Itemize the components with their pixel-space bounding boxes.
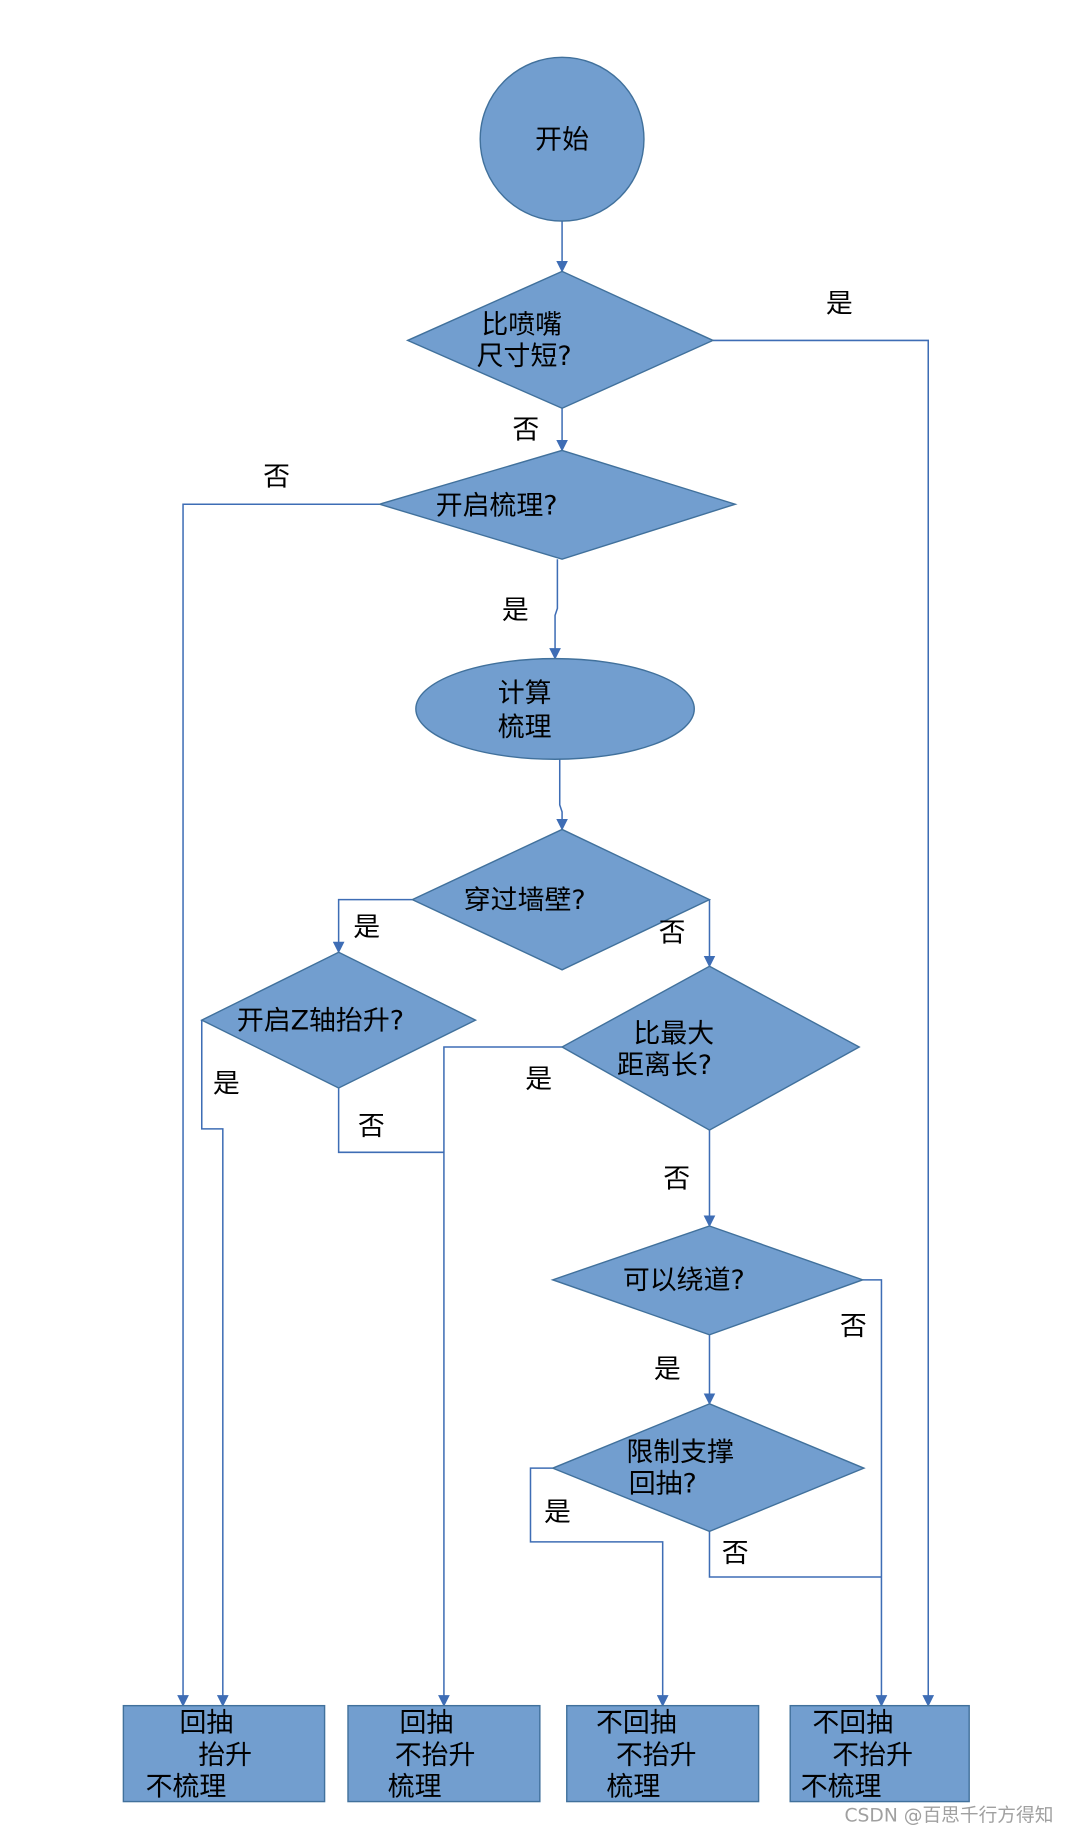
edge-retract-yes [529, 1467, 669, 1707]
edge-comb-no [177, 503, 380, 1707]
nozzle-check-diamond [405, 270, 715, 410]
edge-label-detour-yes: 是 [654, 1354, 681, 1385]
start-label: 开始 [535, 125, 589, 156]
comb-check-label: 开启梳理? [436, 491, 558, 522]
edge-label-nozzle-yes: 是 [826, 288, 853, 319]
edge-max-distance-yes [438, 1046, 563, 1707]
watermark: CSDN @百思千行方得知 [845, 1805, 1054, 1826]
edge-label-z-lift-no: 否 [358, 1111, 385, 1142]
outcome-box-2 [347, 1704, 541, 1803]
z-lift-check-label: 开启Z轴抬升? [237, 1005, 404, 1036]
outcome-3-line2: 不抬升 [616, 1740, 697, 1771]
outcome-4-line2: 不抬升 [832, 1740, 913, 1771]
edge-label-nozzle-no: 否 [512, 415, 539, 446]
edge-label-comb-no: 否 [263, 461, 290, 492]
outcome-box-4 [789, 1704, 970, 1803]
compute-comb-ellipse [415, 657, 695, 760]
outcome-2-line1: 回抽 [399, 1707, 453, 1738]
edge-wall-yes [332, 898, 413, 954]
wall-check-diamond [410, 828, 712, 971]
edge-label-z-lift-yes: 是 [213, 1069, 240, 1100]
edge-label-retract-no: 否 [722, 1538, 749, 1569]
nozzle-check-line1: 比喷嘴 [481, 309, 562, 340]
outcome-2-line2: 不抬升 [395, 1740, 476, 1771]
outcome-box-3 [566, 1704, 760, 1803]
start-node [479, 56, 645, 222]
detour-check-label: 可以绕道? [623, 1265, 745, 1296]
outcome-4-line3: 不梳理 [801, 1772, 882, 1803]
edge-label-comb-yes: 是 [502, 595, 529, 626]
edge-label-wall-yes: 是 [353, 912, 380, 943]
outcome-3-line3: 梳理 [607, 1772, 661, 1803]
edge-detour-no [862, 1279, 888, 1707]
edge-label-wall-no: 否 [659, 918, 686, 949]
edge-nozzle-yes [712, 339, 935, 1707]
max-distance-check-line1: 比最大 [633, 1018, 714, 1049]
detour-check-diamond [550, 1225, 865, 1336]
nozzle-check-line2: 尺寸短? [477, 341, 572, 372]
edge-label-retract-yes: 是 [544, 1497, 571, 1528]
edge-label-max-distance-yes: 是 [525, 1064, 552, 1095]
edge-label-detour-no: 否 [840, 1311, 867, 1342]
max-distance-check-diamond [560, 965, 861, 1131]
edge-compute-to-wall-check [556, 759, 568, 831]
retract-limit-check-line1: 限制支撑 [626, 1437, 734, 1468]
edge-retract-no [708, 1531, 882, 1578]
retract-limit-check-diamond [550, 1403, 866, 1533]
max-distance-check-line2: 距离长? [617, 1050, 712, 1081]
outcome-box-1 [122, 1704, 326, 1803]
z-lift-check-diamond [200, 951, 478, 1089]
outcome-2-line3: 梳理 [388, 1772, 442, 1803]
compute-comb-line2: 梳理 [498, 712, 552, 743]
outcome-1-line3: 不梳理 [146, 1772, 227, 1803]
edge-label-max-distance-no: 否 [663, 1163, 690, 1194]
outcome-4-line1: 不回抽 [812, 1707, 893, 1738]
outcome-3-line1: 不回抽 [596, 1707, 677, 1738]
retract-limit-check-line2: 回抽? [629, 1469, 697, 1500]
edge-z-lift-yes [200, 1020, 229, 1707]
wall-check-label: 穿过墙壁? [464, 885, 586, 916]
comb-check-diamond [377, 449, 738, 560]
compute-comb-line1: 计算 [498, 678, 552, 709]
edge-z-lift-no [337, 1087, 444, 1154]
outcome-1-line2: 抬升 [198, 1740, 252, 1771]
outcome-1-line1: 回抽 [180, 1707, 234, 1738]
edge-comb-yes [549, 559, 561, 660]
